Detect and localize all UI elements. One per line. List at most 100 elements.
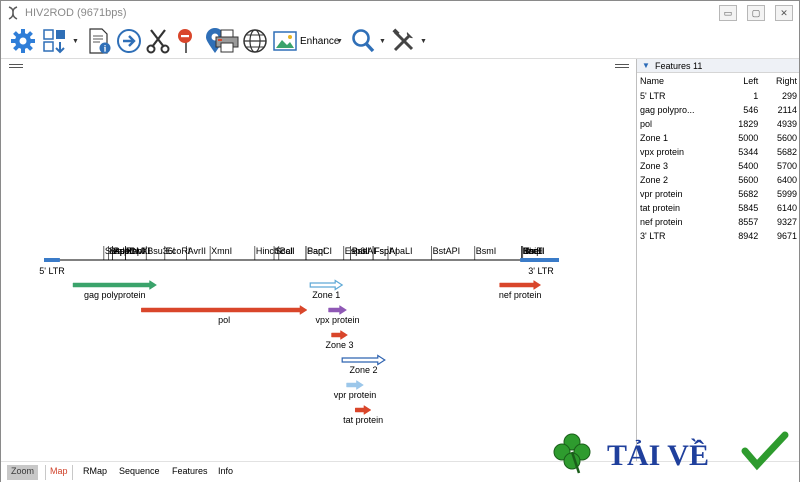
enhance-dropdown-icon[interactable]: ▼	[336, 38, 343, 45]
restriction-site-label[interactable]: SapI	[307, 246, 326, 256]
restriction-site-label[interactable]: Bsu36I	[147, 246, 175, 256]
search-button[interactable]	[349, 27, 377, 55]
restriction-site-label[interactable]: XhoI	[126, 246, 145, 256]
print-button[interactable]	[213, 27, 241, 55]
feature-left-cell: 5682	[738, 189, 759, 199]
feature-left-cell: 5344	[738, 147, 759, 157]
feature-right-cell: 6400	[776, 175, 797, 185]
map-grip-left[interactable]	[9, 64, 23, 68]
feature-arrow[interactable]	[141, 305, 308, 315]
restriction-site-label[interactable]: AvrII	[188, 246, 206, 256]
features-header[interactable]: ▼ Features 11	[637, 59, 799, 73]
restriction-site-label[interactable]: EcoRI	[166, 246, 191, 256]
feature-label[interactable]: tat protein	[343, 415, 383, 425]
feature-label[interactable]: Zone 1	[312, 290, 340, 300]
enhance-label[interactable]: Enhance	[300, 36, 340, 47]
feature-arrow[interactable]	[499, 280, 542, 290]
document-info-button[interactable]: i	[85, 27, 113, 55]
layout-button[interactable]	[41, 27, 69, 55]
minimize-button[interactable]: ▭	[719, 5, 737, 21]
feature-arrow[interactable]	[346, 380, 364, 390]
tab-features[interactable]: Features	[172, 466, 208, 476]
restriction-site-label[interactable]: FspI	[374, 246, 392, 256]
tab-info[interactable]: Info	[218, 466, 234, 476]
restriction-site-label[interactable]: BmtI	[523, 246, 542, 256]
restriction-site-label[interactable]: FspAI	[374, 246, 398, 256]
restriction-site-label[interactable]: HincII	[256, 246, 279, 256]
restriction-site-label[interactable]: ApaI	[114, 246, 133, 256]
feature-right-cell: 5700	[776, 161, 797, 171]
feature-arrow[interactable]	[354, 405, 372, 415]
feature-arrow[interactable]	[309, 279, 344, 291]
web-button[interactable]	[241, 27, 269, 55]
tools-button[interactable]	[390, 27, 418, 55]
remove-site-button[interactable]	[173, 27, 201, 55]
restriction-site-label[interactable]: ApaLI	[389, 246, 413, 256]
document-info-icon: i	[89, 28, 111, 54]
restriction-site-label[interactable]: BsiEI	[524, 246, 545, 256]
restriction-site-label[interactable]: XmnI	[211, 246, 232, 256]
restriction-site-label[interactable]: PmlI	[352, 246, 370, 256]
restriction-site-label[interactable]: NheI	[523, 246, 542, 256]
feature-name-cell: 3' LTR	[640, 231, 666, 241]
map-grip-right[interactable]	[615, 64, 629, 68]
feature-arrow[interactable]	[341, 354, 386, 366]
restriction-site-label[interactable]: BsmI	[476, 246, 497, 256]
restriction-site-label[interactable]: BsaAI	[352, 246, 376, 256]
tools-icon	[392, 28, 414, 52]
column-header-right[interactable]: Right	[775, 76, 797, 86]
ltr-feature-bar[interactable]	[520, 258, 559, 262]
maximize-button[interactable]: ▢	[747, 5, 765, 21]
column-header-name[interactable]: Name	[640, 76, 665, 86]
restriction-site-label[interactable]: BspHI	[109, 246, 134, 256]
go-button[interactable]	[115, 27, 143, 55]
tab-rmap[interactable]: RMap	[83, 466, 108, 476]
feature-label[interactable]: pol	[218, 315, 230, 325]
restriction-site-label[interactable]: PspOMI	[114, 246, 147, 256]
feature-label[interactable]: gag polyprotein	[84, 290, 146, 300]
restriction-site-label[interactable]: SwaI	[105, 246, 125, 256]
restriction-site-label[interactable]: TaqII	[524, 246, 544, 256]
feature-label[interactable]: Zone 2	[349, 365, 377, 375]
search-dropdown-icon[interactable]: ▼	[379, 38, 386, 45]
column-header-left[interactable]: Left	[743, 76, 759, 86]
restriction-site-label[interactable]: PaqCI	[307, 246, 332, 256]
close-button[interactable]: ✕	[775, 5, 793, 21]
feature-arrow[interactable]	[72, 280, 157, 290]
tab-sequence[interactable]: Sequence	[119, 466, 160, 476]
tab-map[interactable]: Map	[45, 465, 73, 480]
collapse-icon[interactable]: ▼	[642, 61, 650, 70]
settings-button[interactable]	[9, 27, 37, 55]
enhance-button[interactable]	[271, 27, 299, 55]
feature-label[interactable]: Zone 3	[326, 340, 354, 350]
layout-dropdown-icon[interactable]: ▼	[72, 38, 79, 45]
ltr-feature-bar[interactable]	[44, 258, 60, 262]
restriction-site-label[interactable]: PspXI	[126, 246, 150, 256]
restriction-site-label[interactable]: ScaI	[275, 246, 293, 256]
feature-left-cell: 1	[753, 91, 759, 101]
restriction-site-label[interactable]: BstAPI	[433, 246, 461, 256]
zoom-label[interactable]: Zoom	[7, 465, 39, 480]
feature-arrow[interactable]	[328, 305, 348, 315]
cut-button[interactable]	[144, 27, 172, 55]
feature-label[interactable]: vpr protein	[334, 390, 377, 400]
feature-label[interactable]: nef protein	[499, 290, 542, 300]
restriction-site-label[interactable]: BclI	[280, 246, 295, 256]
tools-dropdown-icon[interactable]: ▼	[420, 38, 427, 45]
feature-label[interactable]: vpx protein	[316, 315, 360, 325]
feature-arrow[interactable]	[331, 330, 348, 340]
restriction-site-label[interactable]: Esp3I	[345, 246, 368, 256]
